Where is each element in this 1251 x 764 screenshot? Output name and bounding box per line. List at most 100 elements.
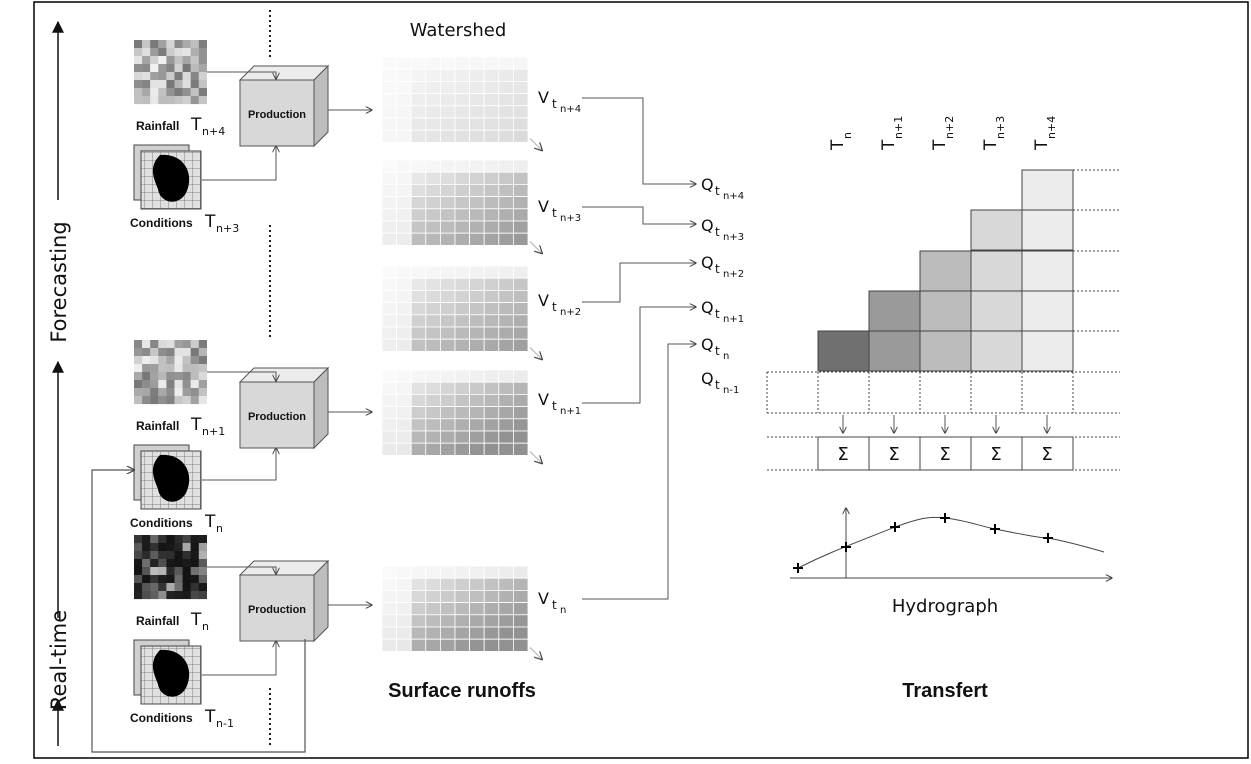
discharge-label-symbol: Q: [701, 175, 714, 194]
runoff-grid: [381, 369, 542, 463]
conditions-time-subscript: n-1: [216, 717, 234, 730]
time-header-subscript: n+4: [1045, 116, 1058, 139]
conditions-time-symbol: T: [204, 707, 216, 727]
production-box: Production: [238, 366, 330, 450]
time-header-subscript: n+3: [994, 116, 1007, 139]
transfer-cell: [970, 290, 1023, 332]
sum-symbol: Σ: [837, 444, 848, 465]
axis-label-forecasting: Forecasting: [47, 221, 71, 342]
discharge-label-sub-index: n+4: [723, 191, 744, 202]
volume-to-discharge-connector: [582, 97, 696, 184]
rainfall-time-symbol: T: [190, 115, 202, 135]
hydrograph-point: [990, 524, 1000, 534]
conditions-time-symbol: T: [204, 512, 216, 532]
conditions-to-production-arrow: [202, 448, 276, 481]
volume-discharge-connectors: [582, 97, 696, 600]
conditions-to-production-arrow: [202, 146, 276, 181]
hydrograph: [790, 508, 1112, 578]
volume-label-sub-t: t: [552, 206, 557, 220]
volume-label-sub-t: t: [552, 97, 557, 111]
surface-runoffs-label: Surface runoffs: [388, 680, 536, 702]
time-column-header: Tn+4: [1032, 116, 1058, 151]
time-axis: Real-time Forecasting: [47, 20, 71, 746]
runoff-grid: [381, 159, 542, 253]
feedback-loop: [91, 470, 306, 753]
hydrograph-label: Hydrograph: [892, 596, 998, 617]
conditions-to-production-arrow: [202, 641, 276, 676]
discharge-label-sub-t: t: [715, 307, 720, 321]
sum-symbol: Σ: [888, 444, 899, 465]
discharge-label-sub-index: n+3: [723, 232, 744, 243]
production-label: Production: [248, 604, 306, 616]
transfer-cell: [1021, 290, 1074, 332]
rainfall-map-image: [134, 535, 207, 600]
transfer-cell: [970, 330, 1023, 372]
time-header-symbol: T: [879, 139, 899, 151]
volume-label-symbol: V: [538, 291, 549, 310]
transfer-cell: [868, 290, 921, 332]
rainfall-to-production-arrow: [207, 71, 276, 79]
transfer-cell: [1021, 169, 1074, 211]
discharge-label-sub-t: t: [715, 184, 720, 198]
discharge-label-symbol: Q: [701, 298, 714, 317]
rainfall-time-subscript: n: [202, 620, 209, 633]
transfer-cell: [868, 330, 921, 372]
time-header-symbol: T: [828, 139, 848, 151]
rainfall-to-production-arrow: [207, 566, 276, 574]
discharge-label-sub-index: n-1: [723, 385, 739, 396]
hydrograph-point: [940, 513, 950, 523]
volume-label-sub-t: t: [552, 300, 557, 314]
discharge-label-sub-index: n+1: [723, 314, 744, 325]
transfer-cell: [1021, 250, 1074, 292]
hydrograph-curve: [797, 516, 1105, 569]
watershed-title: Watershed: [410, 20, 507, 41]
production-label: Production: [248, 109, 306, 121]
runoff-grid: [381, 565, 542, 659]
production-label: Production: [248, 411, 306, 423]
sum-cell: [817, 436, 870, 471]
conditions-time-subscript: n+3: [216, 222, 239, 235]
transfert-label: Transfert: [902, 680, 988, 702]
time-header-subscript: n+2: [943, 116, 956, 139]
conditions-map-image: [133, 639, 202, 705]
rainfall-map-image: [134, 340, 207, 405]
conditions-time-subscript: n: [216, 522, 223, 535]
time-header-subscript: n+1: [892, 116, 905, 139]
production-box: Production: [238, 64, 330, 148]
rainfall-label: Rainfall: [136, 119, 179, 133]
sum-symbol: Σ: [1041, 444, 1052, 465]
time-header-subscript: n: [841, 132, 854, 139]
volume-label-sub-index: n: [560, 605, 566, 616]
rainfall-time-subscript: n+4: [202, 125, 225, 138]
discharge-label-symbol: Q: [701, 369, 714, 388]
time-column-header: Tn+1: [879, 116, 905, 151]
discharge-label-symbol: Q: [701, 253, 714, 272]
transfer-cell: [970, 209, 1023, 251]
conditions-map-image: [133, 444, 202, 510]
discharge-label-sub-t: t: [715, 344, 720, 358]
previous-discharge-row: [766, 371, 1120, 414]
volume-to-discharge-connector: [582, 344, 696, 600]
conditions-label: Conditions: [130, 711, 193, 725]
transfer-cell: [919, 290, 972, 332]
volume-label-sub-index: n+4: [560, 104, 581, 115]
time-column-header: Tn: [828, 132, 854, 151]
volume-label-symbol: V: [538, 589, 549, 608]
rainfall-to-production-arrow: [207, 371, 276, 381]
volume-to-discharge-connector: [582, 263, 696, 303]
volume-label-sub-t: t: [552, 399, 557, 413]
hydrograph-point: [890, 522, 900, 532]
sum-cell: [1021, 436, 1074, 471]
time-column-header: Tn+3: [981, 116, 1007, 151]
conditions-label: Conditions: [130, 516, 193, 530]
